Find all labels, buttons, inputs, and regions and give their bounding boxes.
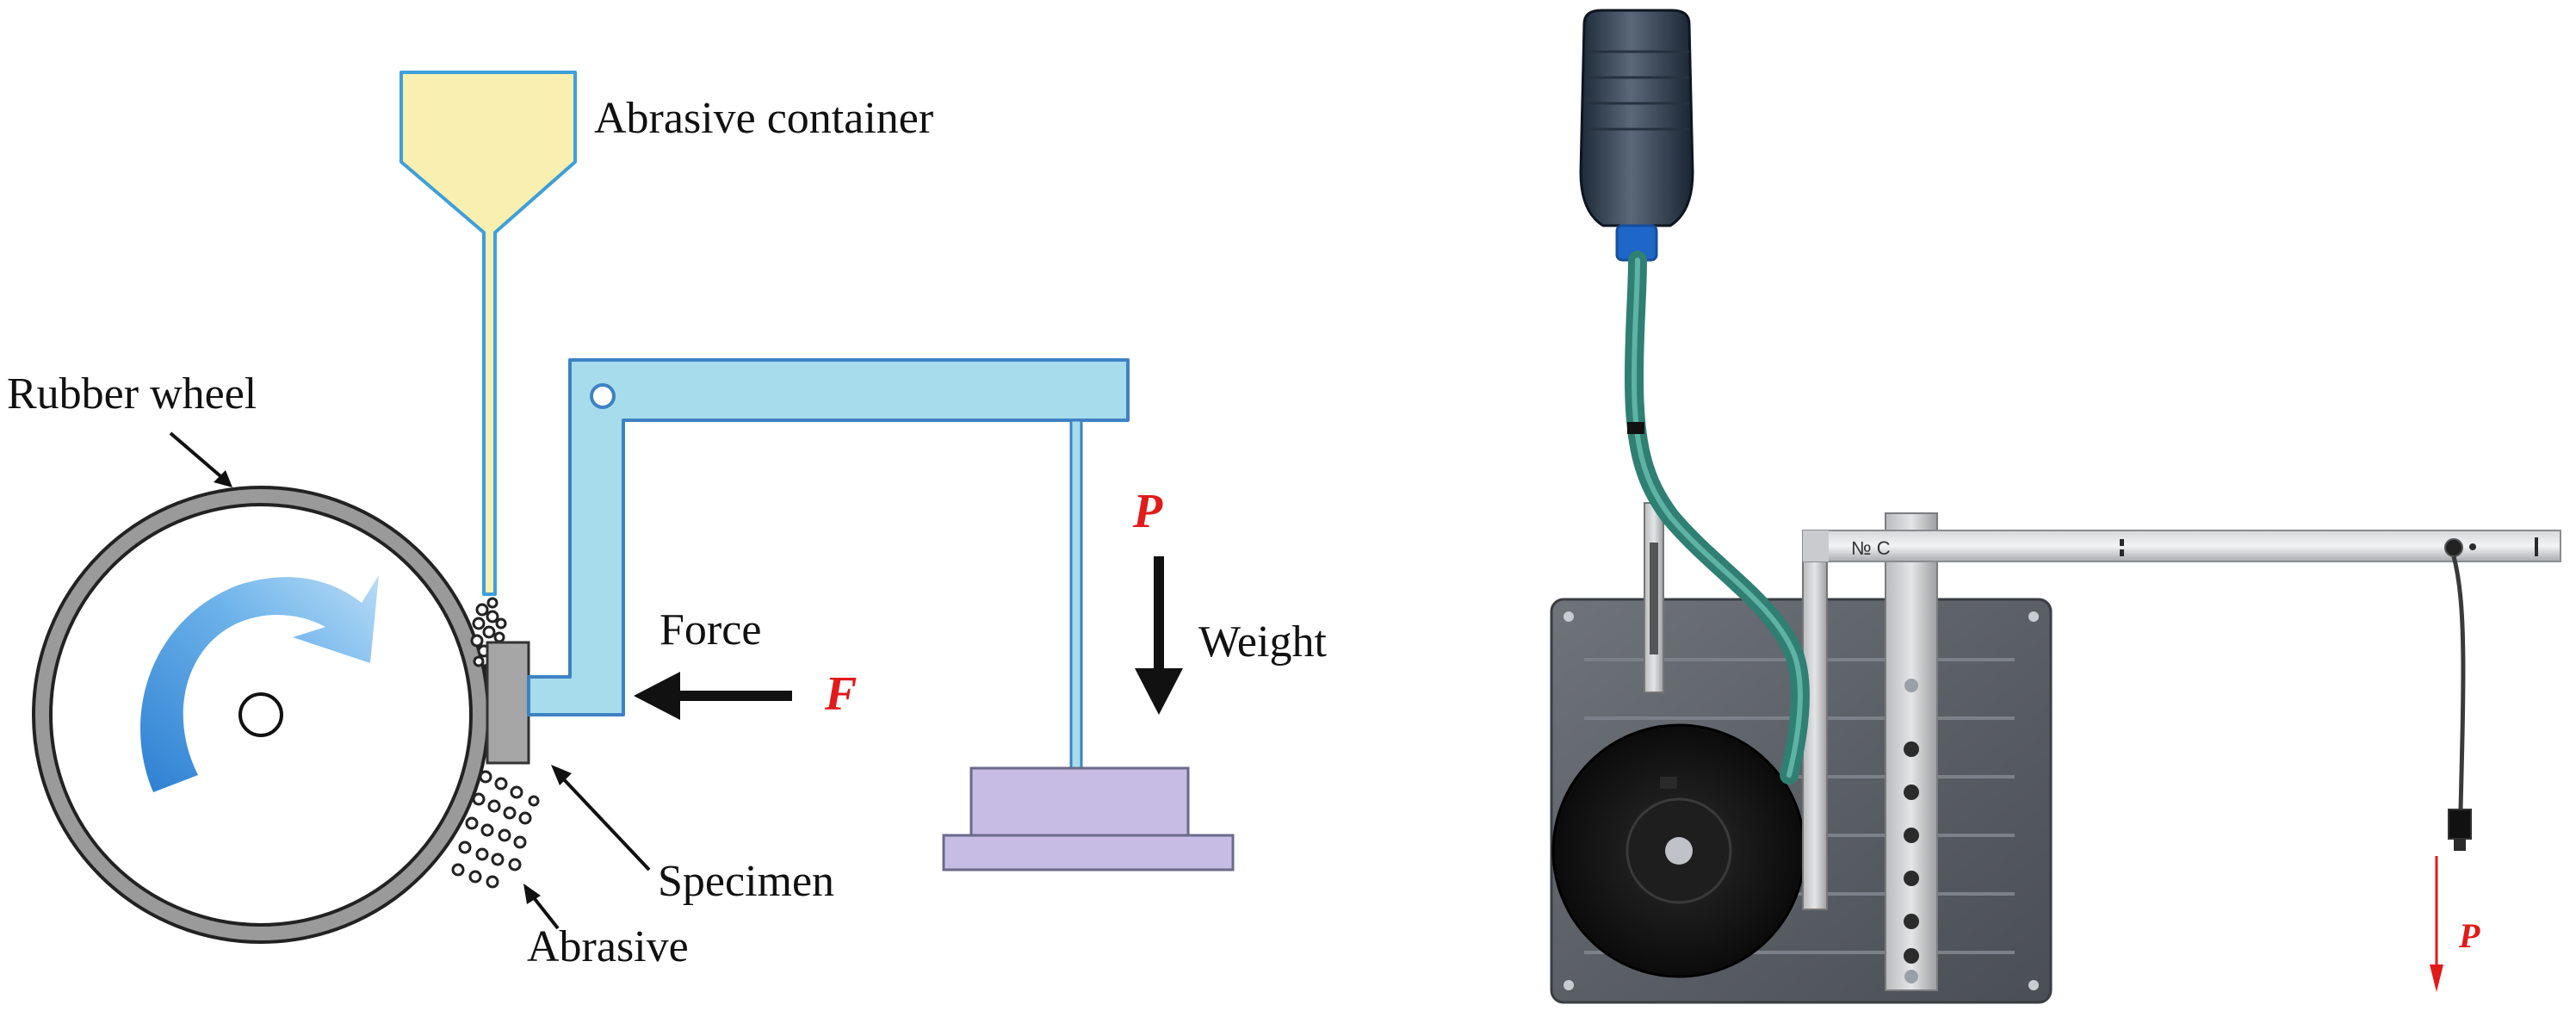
weight-arrow-icon xyxy=(1135,556,1183,715)
specimen-block xyxy=(486,641,530,765)
abrasive-bottle xyxy=(1579,9,1694,262)
pivot-hole xyxy=(590,383,616,409)
wheel-axle xyxy=(238,692,283,737)
abrasive-container-label: Abrasive container xyxy=(594,94,933,143)
schematic-diagram: Abrasive container Rubber wheel xyxy=(7,71,1327,971)
hanging-clip xyxy=(2448,555,2472,851)
apparatus-photo: № C P xyxy=(1550,9,2561,1004)
photo-rubber-wheel xyxy=(1551,723,1806,978)
hanger-rod xyxy=(1069,419,1083,770)
abrasive-container xyxy=(399,71,577,596)
specimen-label: Specimen xyxy=(658,857,834,906)
abrasive-label: Abrasive xyxy=(527,922,689,971)
abrasive-pointer-icon xyxy=(523,884,560,930)
weight-block xyxy=(942,766,1235,871)
hose-clamp xyxy=(1627,422,1644,434)
load-arrow-icon xyxy=(2430,856,2443,992)
rotation-arrow-icon xyxy=(140,575,380,792)
force-arrow-icon xyxy=(634,672,792,720)
weight-label: Weight xyxy=(1198,617,1327,667)
load-symbol: P xyxy=(2458,916,2480,955)
guide-slot xyxy=(1650,543,1658,654)
lever-arm xyxy=(527,358,1130,716)
vertical-post xyxy=(1885,512,1938,991)
force-label: Force xyxy=(659,605,761,654)
feed-hose-highlight xyxy=(1631,257,1803,778)
rubber-wheel-label: Rubber wheel xyxy=(7,369,257,419)
specimen-pointer-icon xyxy=(551,765,651,871)
photo-lever-arm: № C xyxy=(1802,530,2561,562)
force-symbol: F xyxy=(824,667,857,721)
rubber-wheel xyxy=(32,486,490,944)
arm-marking: № C xyxy=(1851,537,1891,559)
rubber-wheel-pointer-icon xyxy=(169,431,232,487)
weight-symbol: P xyxy=(1132,485,1163,538)
